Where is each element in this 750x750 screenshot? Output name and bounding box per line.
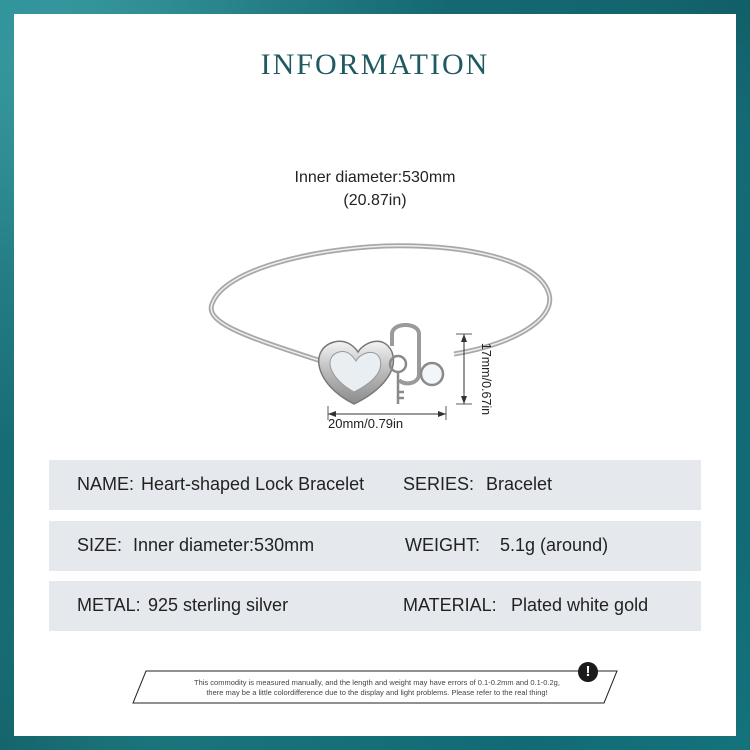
material-label: MATERIAL: xyxy=(403,595,497,615)
metal-value: 925 sterling silver xyxy=(148,595,289,615)
metal-label: METAL: xyxy=(77,595,141,615)
info-card: INFORMATION Inner diameter:530mm (20.87i… xyxy=(14,14,736,736)
heart-gem xyxy=(329,351,382,393)
inner-diameter-in: (20.87in) xyxy=(343,192,407,209)
spec-row-metal: METAL: 925 sterling silver MATERIAL: Pla… xyxy=(49,581,701,631)
spec-row-name: NAME: Heart-shaped Lock Bracelet SERIES:… xyxy=(49,460,701,510)
notice-line-2: there may be a little colordifference du… xyxy=(206,688,548,697)
bracelet-image xyxy=(208,243,553,420)
inner-diameter-mm: Inner diameter:530mm xyxy=(294,169,456,186)
weight-value: 5.1g (around) xyxy=(500,535,609,555)
spec-row-size: SIZE: Inner diameter:530mm WEIGHT: 5.1g … xyxy=(49,521,701,571)
width-label: 20mm/0.79in xyxy=(328,416,404,431)
page-title: INFORMATION xyxy=(260,48,490,81)
size-label: SIZE: xyxy=(77,535,123,555)
notice-frame xyxy=(132,670,618,704)
exclamation-icon: ! xyxy=(578,662,598,682)
round-gem xyxy=(419,361,445,387)
height-label: 17mm/0.67in xyxy=(479,342,494,416)
lock-shackle xyxy=(390,323,421,386)
notice-text: This commodity is measured manually, and… xyxy=(162,678,592,698)
notice-line-1: This commodity is measured manually, and… xyxy=(194,678,560,687)
size-value: Inner diameter:530mm xyxy=(133,535,315,555)
material-value: Plated white gold xyxy=(511,595,649,615)
name-label: NAME: xyxy=(77,474,135,494)
series-value: Bracelet xyxy=(486,474,553,494)
series-label: SERIES: xyxy=(403,474,475,494)
inner-diameter-label: Inner diameter:530mm (20.87in) xyxy=(14,166,736,212)
bangle-highlight xyxy=(210,245,551,363)
name-value: Heart-shaped Lock Bracelet xyxy=(141,474,365,494)
key-shaft xyxy=(396,372,404,404)
weight-label: WEIGHT: xyxy=(405,535,480,555)
